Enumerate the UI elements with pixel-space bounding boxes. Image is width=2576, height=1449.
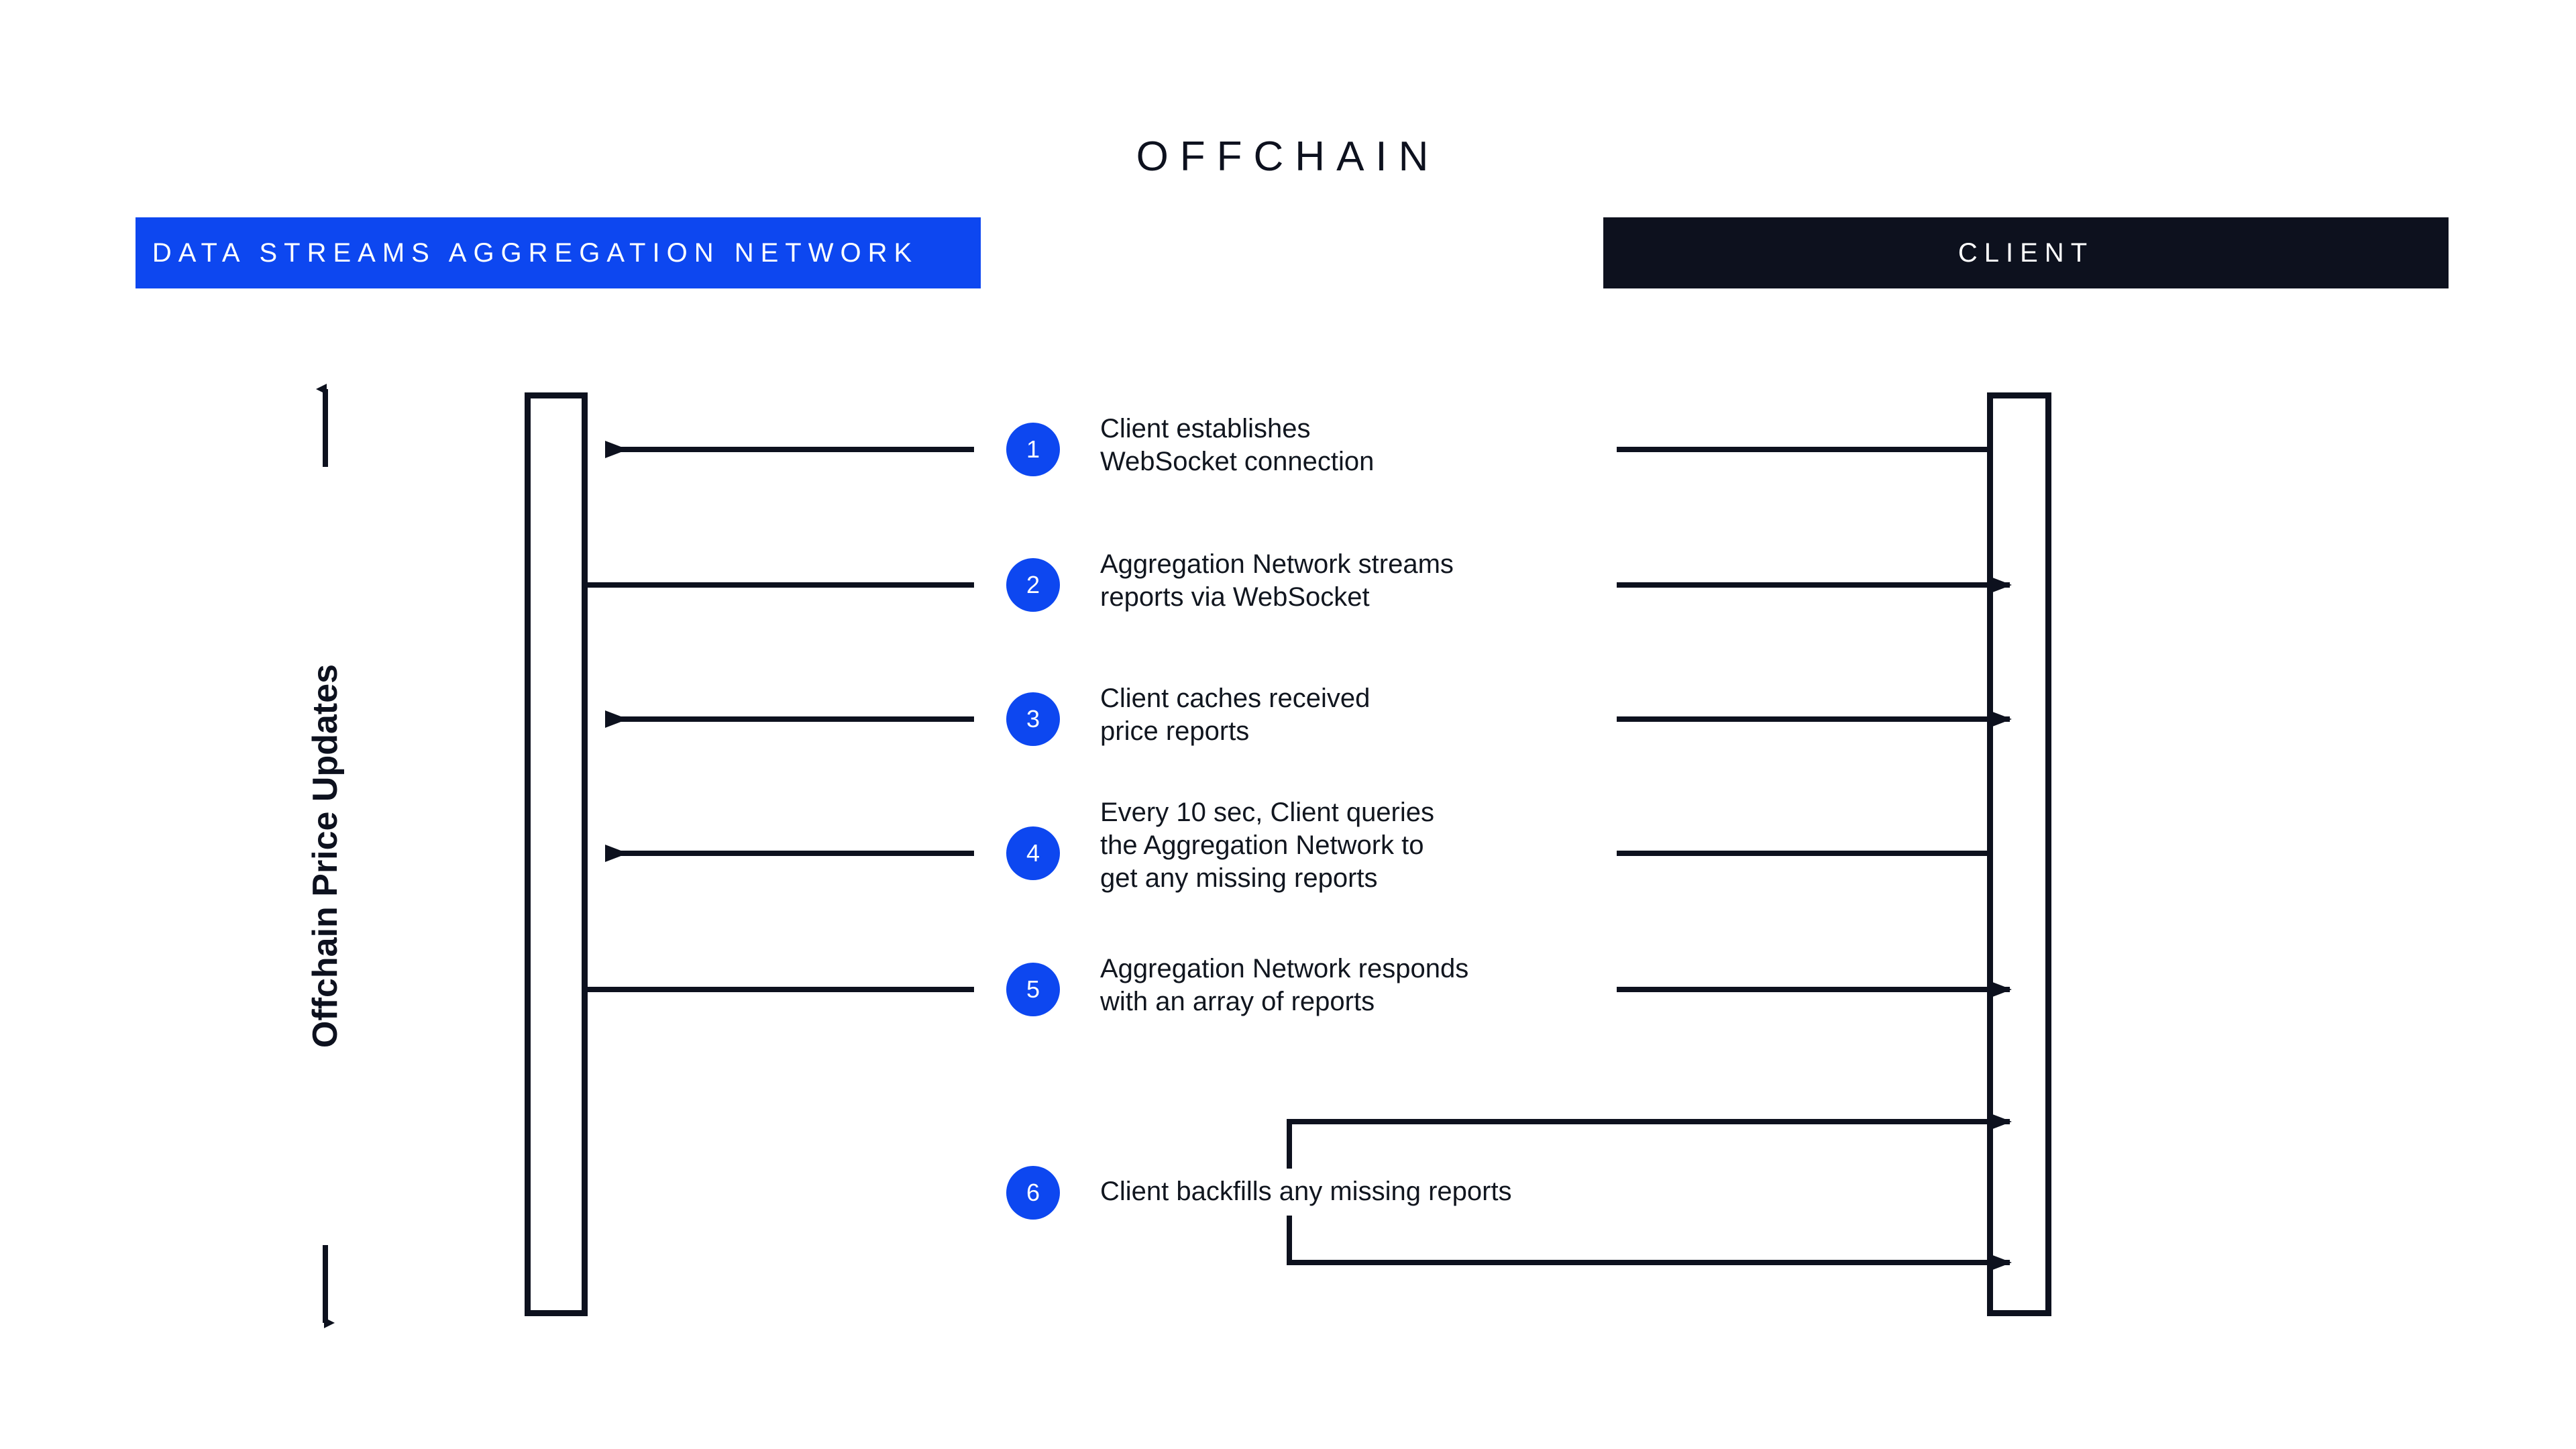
- step-text-1: Client establishes WebSocket connection: [1100, 414, 1375, 476]
- page-title: OFFCHAIN: [1136, 133, 1440, 180]
- step-text-5: Aggregation Network responds with an arr…: [1100, 954, 1469, 1016]
- step-badge-6[interactable]: 6: [1006, 1166, 1060, 1220]
- lane-header-aggregation-network-label: DATA STREAMS AGGREGATION NETWORK: [152, 237, 919, 268]
- lifeline-aggregation-network: [525, 392, 588, 1316]
- connector-6-bottom: [1287, 1216, 2012, 1271]
- step-badge-4[interactable]: 4: [1006, 826, 1060, 880]
- step-badge-5[interactable]: 5: [1006, 963, 1060, 1016]
- lane-header-client: CLIENT: [1603, 217, 2449, 288]
- step-badge-1[interactable]: 1: [1006, 423, 1060, 476]
- step-text-3: Client caches received price reports: [1100, 684, 1371, 746]
- step-text-4: Every 10 sec, Client queries the Aggrega…: [1100, 798, 1435, 893]
- step-text-6: Client backfills any missing reports: [1100, 1177, 1512, 1206]
- time-axis: Offchain Price Updates: [285, 380, 366, 1332]
- step-badge-3[interactable]: 3: [1006, 692, 1060, 746]
- lifeline-client: [1987, 392, 2051, 1316]
- step-text-2: Aggregation Network streams reports via …: [1100, 549, 1454, 612]
- step-badge-2[interactable]: 2: [1006, 558, 1060, 612]
- lane-header-client-label: CLIENT: [1957, 237, 2094, 268]
- lane-header-aggregation-network: DATA STREAMS AGGREGATION NETWORK: [136, 217, 981, 288]
- time-axis-label: Offchain Price Updates: [306, 663, 345, 1049]
- connector-6-top: [1287, 1113, 2012, 1169]
- time-axis-arrows: [316, 384, 335, 1328]
